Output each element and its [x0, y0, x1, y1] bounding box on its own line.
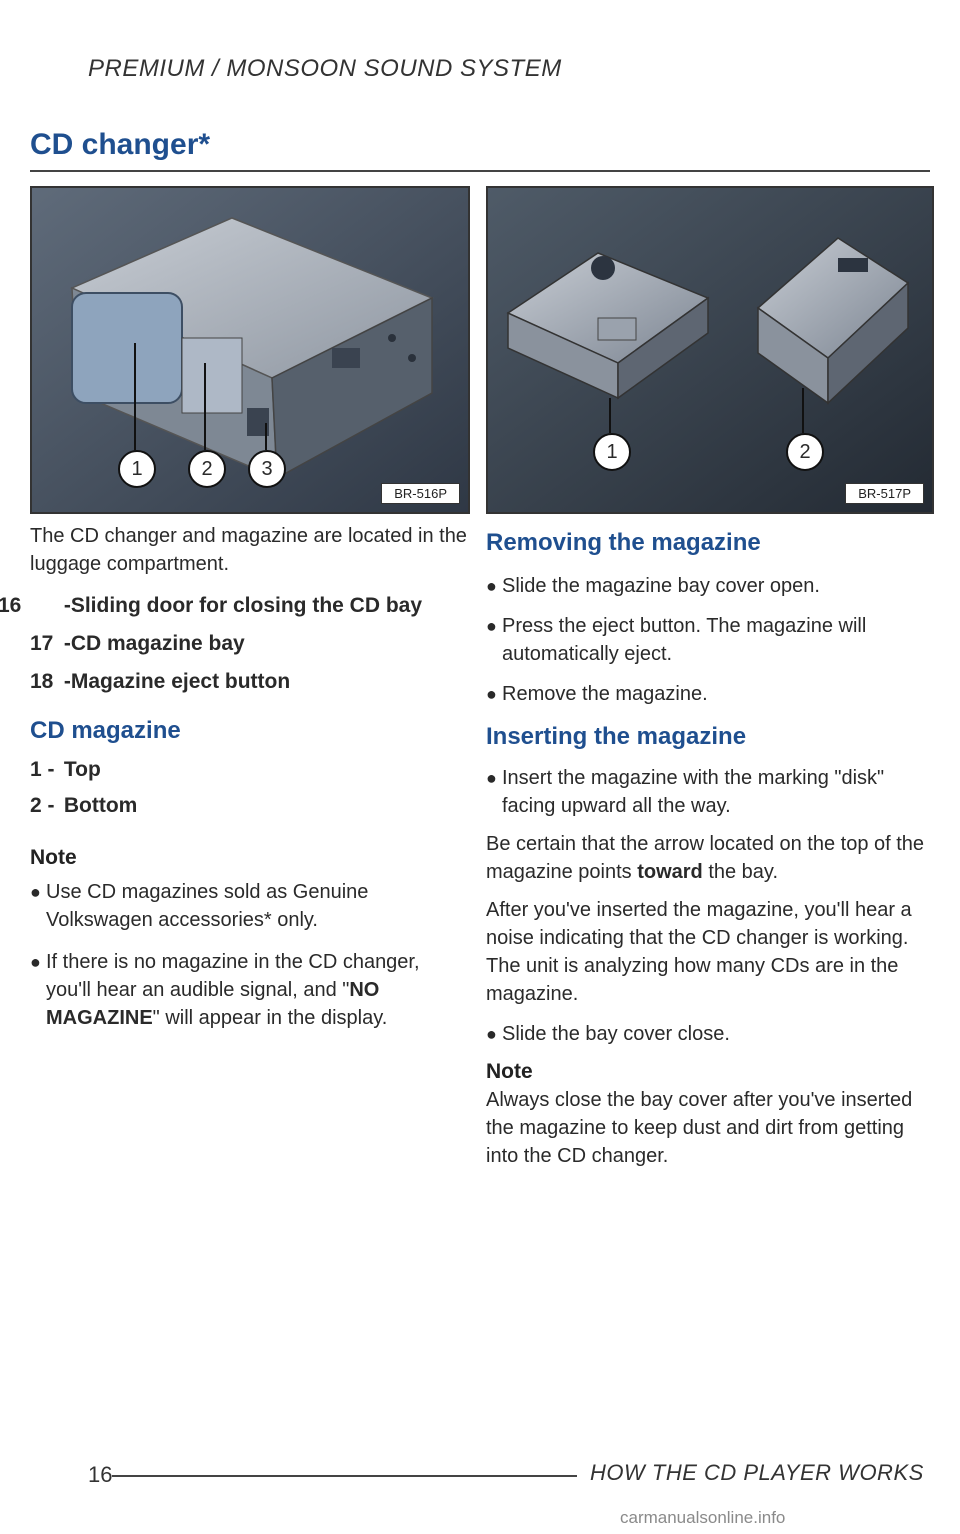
cd-changer-figure: 1 2 3 BR-516P — [30, 186, 470, 514]
callout-1: 1 — [118, 450, 156, 488]
legend-item: 18 -Magazine eject button — [30, 670, 291, 693]
removing-step: ●Slide the magazine bay cover open. — [486, 575, 820, 597]
page-title: CD changer* — [30, 128, 211, 161]
left-column: The CD changer and magazine are located … — [0, 522, 470, 1032]
watermark: carmanualsonline.info — [620, 1508, 786, 1527]
removing-step: ●Press the eject button. The magazine wi… — [486, 615, 867, 665]
page-number: 16 — [88, 1462, 113, 1487]
after-insert-paragraph: After you've inserted the magazine, you'… — [486, 899, 912, 1005]
inserting-step: ●Slide the bay cover close. — [486, 1023, 730, 1045]
cd-changer-illustration — [32, 188, 468, 512]
magazine-item: 2 - Bottom — [30, 794, 138, 817]
removing-step: ●Remove the magazine. — [486, 683, 708, 705]
callout-1: 1 — [593, 433, 631, 471]
inserting-step: ●Insert the magazine with the marking "d… — [486, 767, 885, 817]
legend-item: 17 -CD magazine bay — [30, 632, 245, 655]
right-column: Removing the magazine ●Slide the magazin… — [486, 528, 930, 1170]
callout-3: 3 — [248, 450, 286, 488]
footer-divider — [112, 1475, 577, 1477]
callout-2: 2 — [188, 450, 226, 488]
note-text: Always close the bay cover after you've … — [486, 1089, 913, 1167]
figure-code: BR-516P — [381, 483, 460, 504]
legend-item: 16 -Sliding door for closing the CD bay — [0, 594, 423, 617]
callout-2: 2 — [786, 433, 824, 471]
intro-paragraph: The CD changer and magazine are located … — [30, 525, 467, 575]
note-heading: Note — [486, 1060, 533, 1083]
arrow-instruction: Be certain that the arrow located on the… — [486, 833, 925, 883]
footer-title: HOW THE CD PLAYER WORKS — [590, 1460, 924, 1485]
note-heading: Note — [30, 846, 77, 869]
inserting-heading: Inserting the magazine — [486, 723, 747, 750]
cd-magazine-heading: CD magazine — [30, 717, 181, 744]
cd-magazine-figure: 1 2 BR-517P — [486, 186, 934, 514]
section-header: PREMIUM / MONSOON SOUND SYSTEM — [88, 55, 562, 82]
note-bullet: ●If there is no magazine in the CD chang… — [30, 951, 420, 1029]
removing-heading: Removing the magazine — [486, 529, 761, 556]
title-divider — [30, 170, 930, 172]
figure-code: BR-517P — [845, 483, 924, 504]
magazine-item: 1 - Top — [30, 758, 101, 781]
cd-magazine-illustration — [488, 188, 932, 512]
note-bullet: ●Use CD magazines sold as Genuine Volksw… — [30, 881, 369, 931]
